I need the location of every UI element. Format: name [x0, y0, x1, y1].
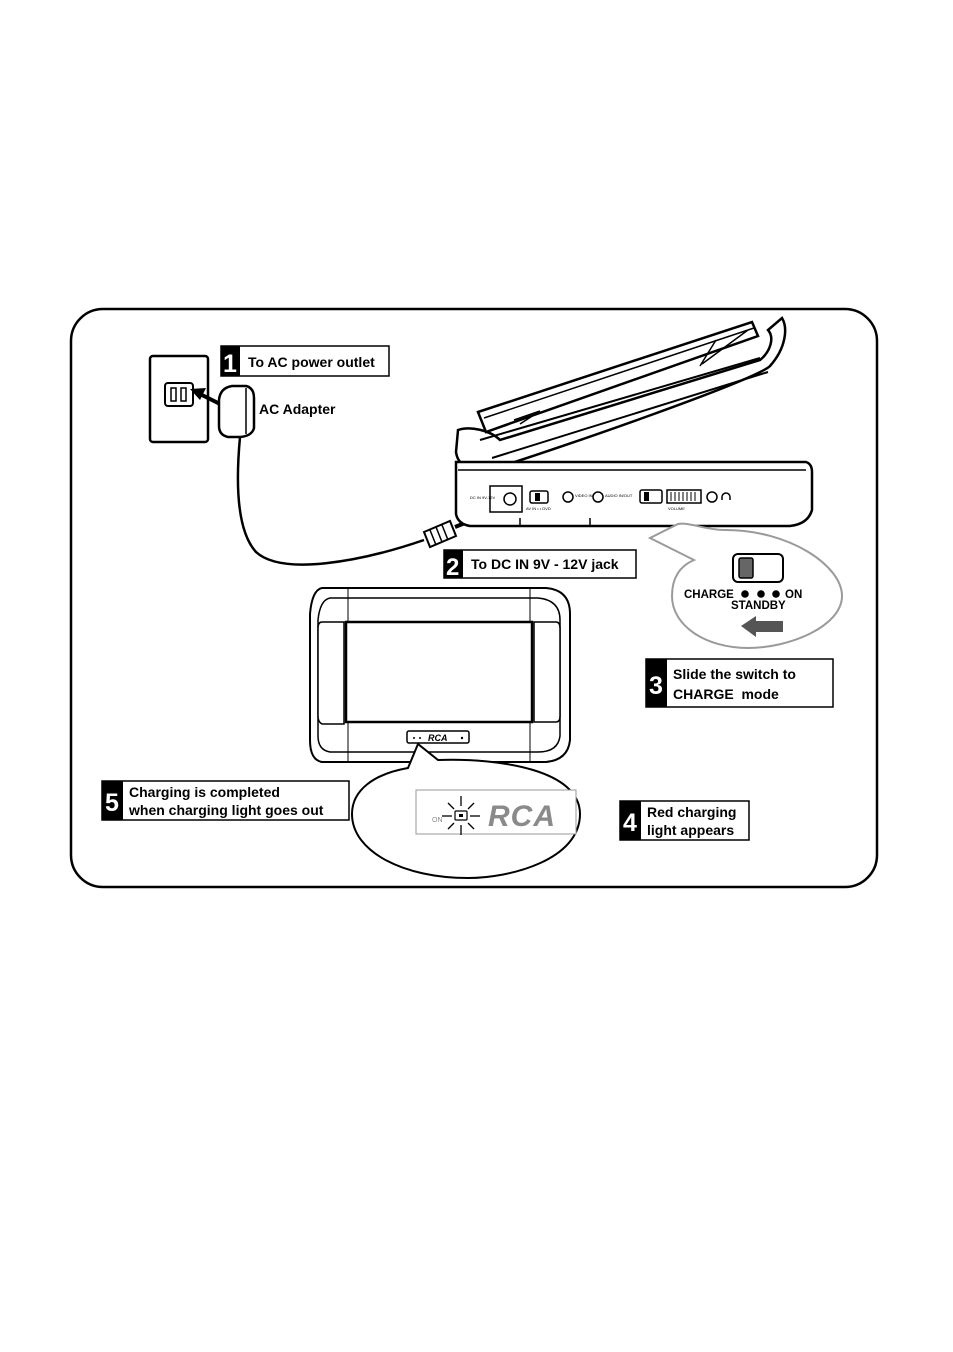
- step-1-number: 1: [223, 350, 237, 378]
- switch-charge-label: CHARGE: [684, 589, 734, 601]
- switch-dot-3: [772, 590, 780, 598]
- ac-adapter: [219, 386, 254, 437]
- panel-audio-label: AUDIO IN/OUT: [605, 493, 633, 498]
- step-5-number: 5: [105, 789, 119, 817]
- dvd-player-front: RCA: [310, 588, 570, 762]
- step-4-line-1: Red charging: [647, 804, 736, 820]
- step-4-number: 4: [623, 809, 637, 837]
- zoom-brand-logo: RCA: [488, 800, 556, 833]
- indicator-on-label: ON: [432, 817, 443, 824]
- panel-av-label: AV IN • • DVD: [526, 506, 551, 511]
- step-2-number: 2: [446, 554, 459, 581]
- step-5-line-1: Charging is completed: [129, 784, 280, 800]
- step-3-number: 3: [649, 672, 663, 700]
- step-3-line-2: CHARGE mode: [673, 686, 779, 702]
- step-3-line-1: Slide the switch to: [673, 666, 796, 682]
- switch-dot-2: [757, 590, 765, 598]
- dvd-player-side: DC IN 9V-12V AV IN • • DVD VIDEO IN/OUT …: [456, 318, 812, 526]
- step-2-text: To DC IN 9V - 12V jack: [471, 556, 619, 572]
- step-5-line-2: when charging light goes out: [128, 802, 324, 818]
- switch-on-label: ON: [785, 589, 802, 601]
- switch-dot-1: [741, 590, 749, 598]
- switch-standby-label: STANDBY: [731, 600, 786, 612]
- step-4-line-2: light appears: [647, 822, 734, 838]
- ac-adapter-label: AC Adapter: [259, 401, 336, 417]
- step-1-text: To AC power outlet: [248, 354, 375, 370]
- power-cable: [238, 437, 424, 565]
- panel-dc-in-label: DC IN 9V-12V: [470, 495, 495, 500]
- panel-volume-label: VOLUME: [668, 506, 685, 511]
- charge-switch: [733, 554, 783, 582]
- front-brand-logo: RCA: [428, 733, 448, 743]
